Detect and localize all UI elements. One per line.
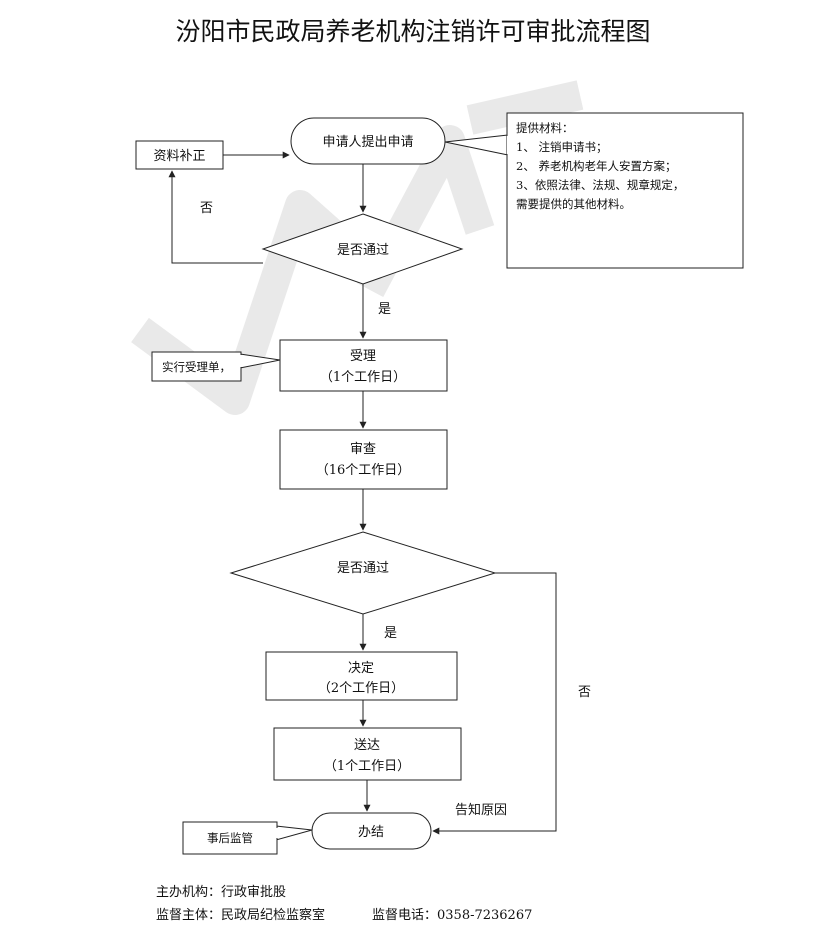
materials-item-4: 需要提供的其他材料。 — [516, 197, 631, 211]
materials-heading: 提供材料： — [516, 121, 574, 135]
review-label: 审查 — [350, 442, 376, 457]
deliver-node — [273, 727, 462, 781]
supervision-label: 事后监管 — [207, 831, 253, 845]
finish-node — [311, 812, 432, 850]
edge-label-no-1: 否 — [200, 201, 213, 216]
apply-node — [290, 117, 446, 165]
decision-2-label: 是否通过 — [337, 561, 389, 576]
page-title: 汾阳市民政局养老机构注销许可审批流程图 — [175, 17, 650, 46]
decide-label: 决定 — [348, 661, 374, 676]
review-time: （16个工作日） — [316, 463, 411, 478]
edge-label-reason: 告知原因 — [455, 802, 507, 818]
accept-note-label: 实行受理单， — [162, 360, 231, 374]
edge-decision2-no — [432, 572, 557, 835]
decide-node — [265, 651, 458, 701]
accept-note-callout — [151, 351, 242, 382]
edge-label-yes-2: 是 — [384, 626, 397, 641]
edge-label-no-2: 否 — [578, 685, 591, 700]
accept-node — [279, 339, 448, 392]
materials-item-3: 3、依照法律、法规、规章规定， — [516, 178, 684, 192]
deliver-label: 送达 — [354, 738, 380, 753]
footer-supervisor: 监督主体：民政局纪检监察室 — [156, 907, 325, 923]
footer-phone: 监督电话：0358-7236267 — [372, 908, 532, 923]
supplement-label: 资料补正 — [153, 149, 205, 164]
supervision-pointer — [275, 825, 313, 841]
edge-label-yes-1: 是 — [378, 302, 391, 317]
materials-callout — [506, 112, 744, 269]
decide-time: （2个工作日） — [318, 681, 404, 696]
finish-label: 办结 — [358, 825, 384, 840]
deliver-time: （1个工作日） — [324, 759, 410, 774]
footer-organizer: 主办机构：行政审批股 — [156, 885, 286, 900]
accept-time: （1个工作日） — [320, 370, 406, 385]
supervision-callout — [182, 821, 278, 855]
edge-decision1-no — [168, 170, 263, 264]
accept-label: 受理 — [350, 349, 376, 364]
materials-item-2: 2、 养老机构老年人安置方案； — [516, 159, 676, 173]
materials-item-1: 1、 注销申请书； — [516, 140, 607, 154]
apply-label: 申请人提出申请 — [322, 134, 413, 150]
review-node — [279, 429, 448, 490]
decision-1-label: 是否通过 — [337, 243, 389, 258]
supplement-node — [135, 140, 224, 170]
